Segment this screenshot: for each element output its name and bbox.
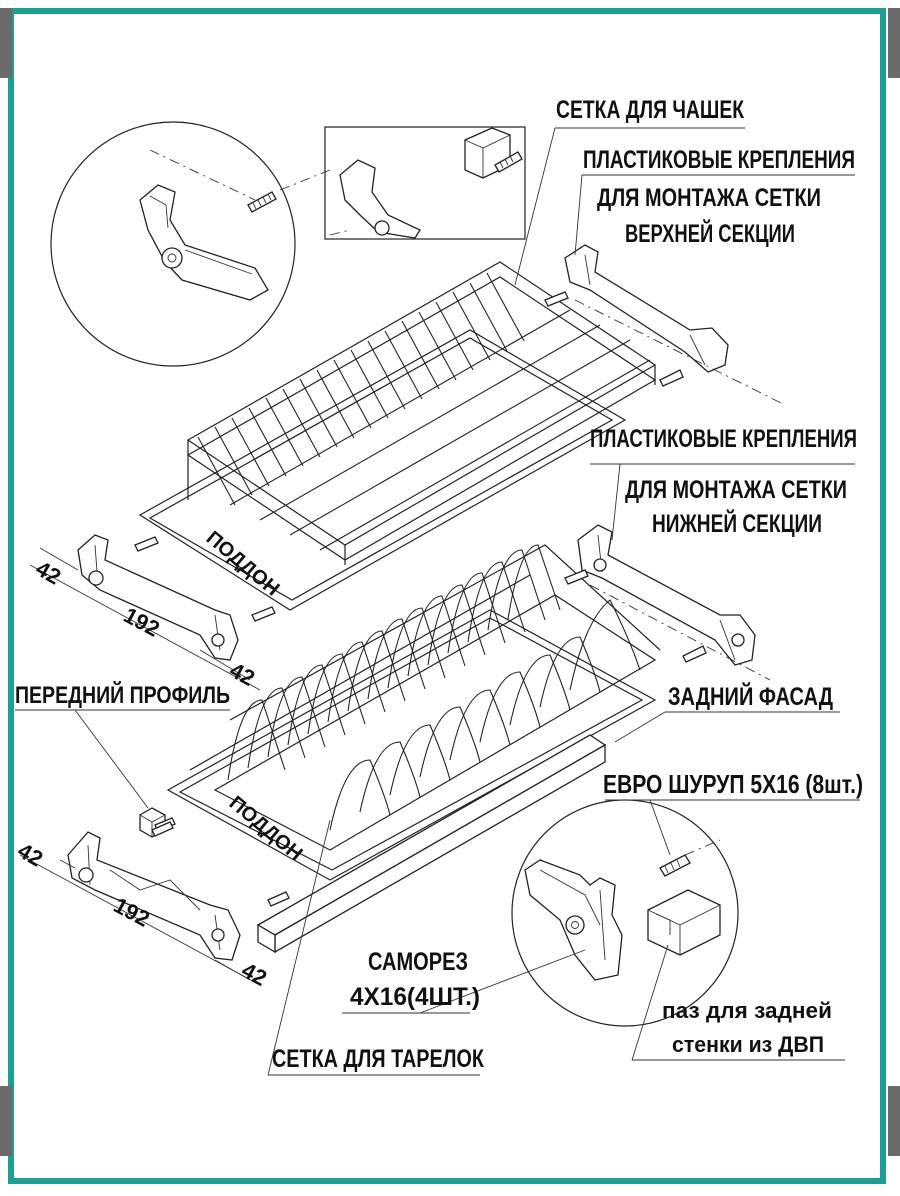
label-rear-facade: ЗАДНИЙ ФАСАД bbox=[668, 681, 833, 711]
label-lower-mount-line2: ДЛЯ МОНТАЖА СЕТКИ bbox=[625, 476, 847, 504]
groove-profile-icon bbox=[647, 889, 721, 956]
dim-upper-side-b: 42 bbox=[226, 657, 259, 691]
label-self-tap-line1: САМОРЕЗ bbox=[368, 948, 468, 976]
label-cup-rack: СЕТКА ДЛЯ ЧАШЕК bbox=[556, 96, 745, 124]
cup-rack-wires bbox=[197, 272, 651, 551]
label-lower-mount-line3: НИЖНЕЙ СЕКЦИИ bbox=[652, 508, 822, 538]
dim-upper-side-a: 42 bbox=[32, 556, 66, 590]
tray-upper-label: ПОДДОН bbox=[202, 527, 284, 601]
screw-icon bbox=[151, 821, 174, 837]
teal-frame bbox=[8, 8, 886, 1184]
label-upper-mount-line3: ВЕРХНЕЙ СЕКЦИИ bbox=[625, 218, 795, 248]
label-front-profile: ПЕРЕДНИЙ ПРОФИЛЬ bbox=[15, 681, 230, 709]
upper-mount-left bbox=[29, 534, 276, 691]
screw-icon bbox=[251, 606, 276, 622]
label-self-tap-line2: 4Х16(4ШТ.) bbox=[350, 983, 480, 1011]
dim-lower-side-b: 42 bbox=[238, 957, 271, 991]
rear-facade-bar bbox=[256, 734, 607, 954]
corner-mark-bottom-right bbox=[888, 1086, 900, 1156]
detail-circle-rear-mount bbox=[511, 799, 739, 1027]
corner-mark-bottom-left bbox=[0, 1086, 12, 1156]
plate-rack bbox=[189, 544, 661, 851]
cup-rack bbox=[186, 261, 657, 565]
corner-mark-top-left bbox=[0, 8, 12, 78]
lower-mount-left bbox=[19, 821, 290, 986]
screw-icon bbox=[659, 369, 684, 387]
corner-mark-top-right bbox=[888, 8, 900, 78]
screw-icon bbox=[494, 151, 523, 173]
detail-circle-upper-mount bbox=[50, 121, 331, 367]
label-groove-line1: паз для задней bbox=[662, 998, 832, 1023]
lower-mount-right bbox=[564, 524, 771, 681]
screw-icon bbox=[134, 536, 159, 552]
screw-icon bbox=[564, 569, 589, 585]
label-groove-line2: стенки из ДВП bbox=[672, 1032, 824, 1057]
screw-icon bbox=[659, 854, 691, 877]
screw-icon bbox=[544, 291, 569, 307]
label-lower-mount-line1: ПЛАСТИКОВЫЕ КРЕПЛЕНИЯ bbox=[590, 425, 857, 453]
upper-mount-right bbox=[544, 244, 786, 406]
label-plate-rack: СЕТКА ДЛЯ ТАРЕЛОК bbox=[272, 1045, 485, 1073]
screw-icon bbox=[682, 645, 707, 663]
leader-lines bbox=[15, 127, 860, 1076]
upper-tray: ПОДДОН bbox=[138, 329, 627, 611]
detail-box-profile-mount bbox=[324, 126, 526, 240]
label-upper-mount-line1: ПЛАСТИКОВЫЕ КРЕПЛЕНИЯ bbox=[583, 146, 855, 174]
label-upper-mount-line2: ДЛЯ МОНТАЖА СЕТКИ bbox=[597, 184, 821, 212]
screw-icon bbox=[247, 191, 277, 213]
screw-icon bbox=[267, 891, 290, 907]
label-euro-screw: ЕВРО ШУРУП 5Х16 (8шт.) bbox=[603, 769, 863, 799]
plate-rack-wires bbox=[227, 544, 641, 831]
